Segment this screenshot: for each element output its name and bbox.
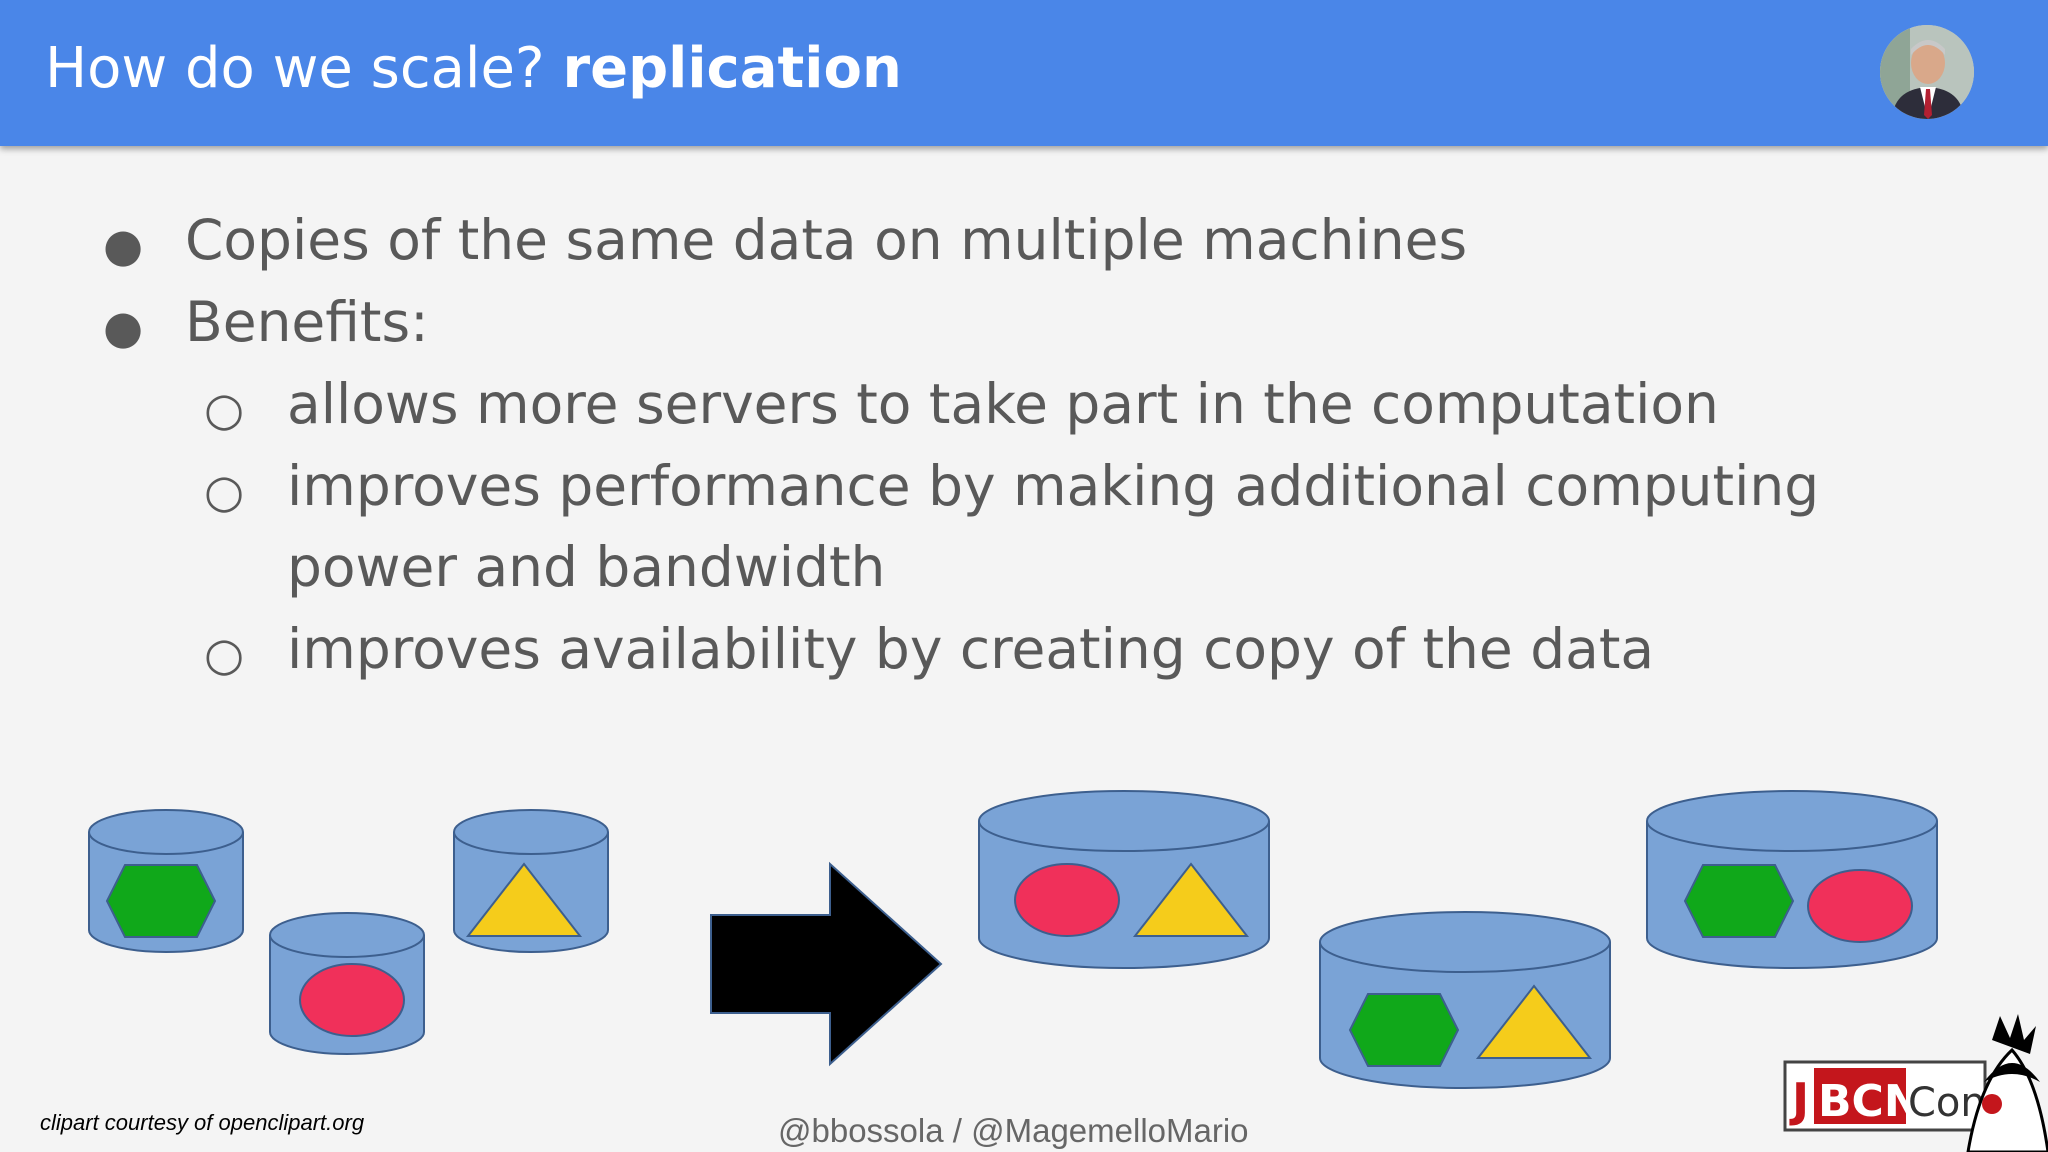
triangle-shape (1475, 984, 1593, 1059)
speaker-avatar (1880, 25, 1974, 119)
triangle-shape (1132, 862, 1250, 937)
hexagon-shape (1683, 864, 1795, 938)
cylinder-triangle-source (453, 809, 609, 953)
sub-bullet-marker: ○ (204, 382, 245, 436)
sub-bullet-marker: ○ (204, 627, 245, 681)
bullet-item: Benefits: (185, 290, 429, 354)
bullet-marker: ● (103, 300, 144, 354)
cylinder-hexagon-source (88, 809, 244, 953)
sub-bullet-item: improves performance by making additiona… (287, 454, 1820, 518)
logo-bcn: BCN (1818, 1076, 1921, 1127)
ellipse-shape (299, 963, 405, 1037)
title-bold: replication (562, 36, 902, 101)
hexagon-shape (105, 864, 217, 938)
replication-diagram (88, 790, 1938, 1089)
sub-bullet-item: improves availability by creating copy o… (287, 617, 1655, 681)
sub-bullet-continuation: power and bandwidth (287, 535, 886, 599)
title-regular: How do we scale? (45, 36, 545, 101)
slide-title: How do we scale? replication (45, 36, 902, 101)
ellipse-shape (1807, 869, 1913, 943)
sub-bullet-item: allows more servers to take part in the … (287, 372, 1719, 436)
clipart-credit: clipart courtesy of openclipart.org (40, 1110, 365, 1135)
speaker-handles: @bbossola / @MagemelloMario (778, 1112, 1249, 1149)
jbcnconf-logo: J BCN Conf (1783, 1014, 2048, 1152)
cylinder-replica-hexagon-ellipse (1646, 790, 1938, 969)
bullet-marker: ● (103, 218, 144, 272)
cylinder-ellipse-source (269, 912, 425, 1055)
bullet-item: Copies of the same data on multiple mach… (185, 208, 1468, 272)
hexagon-shape (1348, 993, 1460, 1067)
arrow-right-icon (710, 861, 943, 1067)
triangle-shape (465, 862, 583, 937)
ellipse-shape (1014, 863, 1120, 937)
logo-j: J (1789, 1073, 1809, 1127)
cylinder-replica-ellipse-triangle (978, 790, 1270, 969)
title-bar: How do we scale? replication (0, 0, 2048, 146)
sub-bullet-marker: ○ (204, 464, 245, 518)
cylinder-replica-hexagon-triangle (1319, 911, 1611, 1089)
